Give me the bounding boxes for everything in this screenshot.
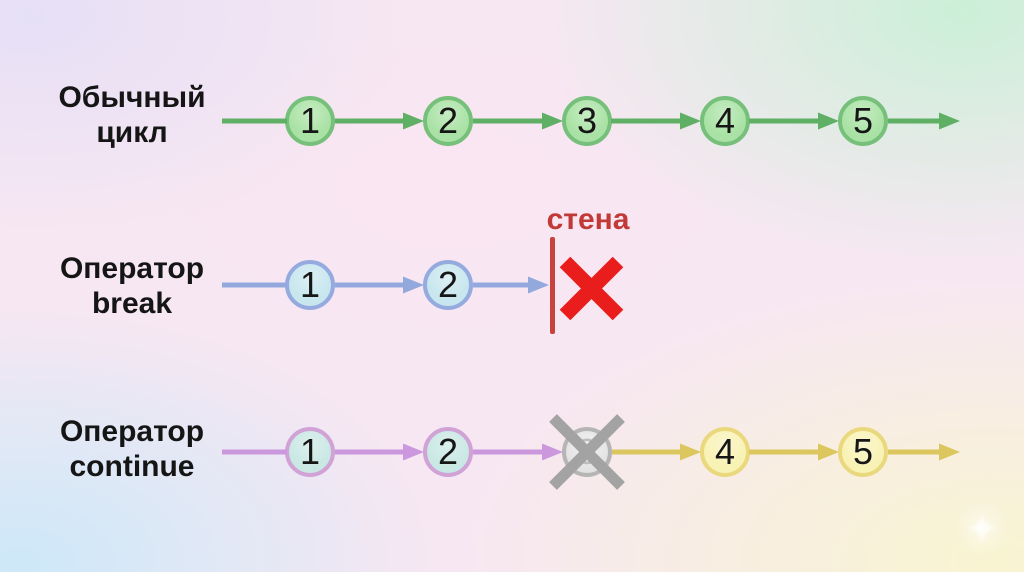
node-break-1: 1 <box>285 260 335 310</box>
node-loop1-1: 1 <box>285 96 335 146</box>
node-loop1-3: 3 <box>562 96 612 146</box>
node-continue-5: 5 <box>838 427 888 477</box>
arrowhead-icon <box>680 112 701 130</box>
node-continue-2: 2 <box>423 427 473 477</box>
node-break-2: 2 <box>423 260 473 310</box>
arrowhead-icon <box>542 443 563 461</box>
wall-line <box>550 237 555 334</box>
sparkle-star <box>966 512 998 544</box>
row-label-line: Оператор <box>59 252 205 285</box>
row-label-normal-loop: Обычный цикл <box>12 80 252 150</box>
row-label-line: break <box>91 287 173 320</box>
node-continue-3-skipped: 3 <box>562 427 612 477</box>
arrowhead-icon <box>939 443 960 461</box>
arrowhead-icon <box>528 276 549 294</box>
node-continue-1: 1 <box>285 427 335 477</box>
node-loop1-5: 5 <box>838 96 888 146</box>
row-label-line: continue <box>69 450 195 483</box>
arrowhead-icon <box>680 443 701 461</box>
wall-label: стена <box>546 203 630 236</box>
arrowhead-icon <box>818 443 839 461</box>
sparkle-icon <box>954 500 1010 556</box>
break-x-icon <box>559 256 624 321</box>
node-loop1-4: 4 <box>700 96 750 146</box>
arrowhead-icon <box>403 443 424 461</box>
row-label-line: Оператор <box>59 415 205 448</box>
arrowhead-icon <box>542 112 563 130</box>
break-x-stroke <box>559 256 624 321</box>
row-label-continue: Оператор continue <box>12 414 252 484</box>
break-x-stroke <box>559 256 624 321</box>
sparkle-glow <box>954 500 1010 556</box>
node-continue-4: 4 <box>700 427 750 477</box>
arrowhead-icon <box>939 112 960 130</box>
row-label-line: цикл <box>96 116 168 149</box>
arrowhead-icon <box>403 112 424 130</box>
arrowhead-icon <box>818 112 839 130</box>
row-label-line: Обычный <box>58 81 206 114</box>
row-label-break: Оператор break <box>12 251 252 321</box>
node-loop1-2: 2 <box>423 96 473 146</box>
arrowhead-icon <box>403 276 424 294</box>
